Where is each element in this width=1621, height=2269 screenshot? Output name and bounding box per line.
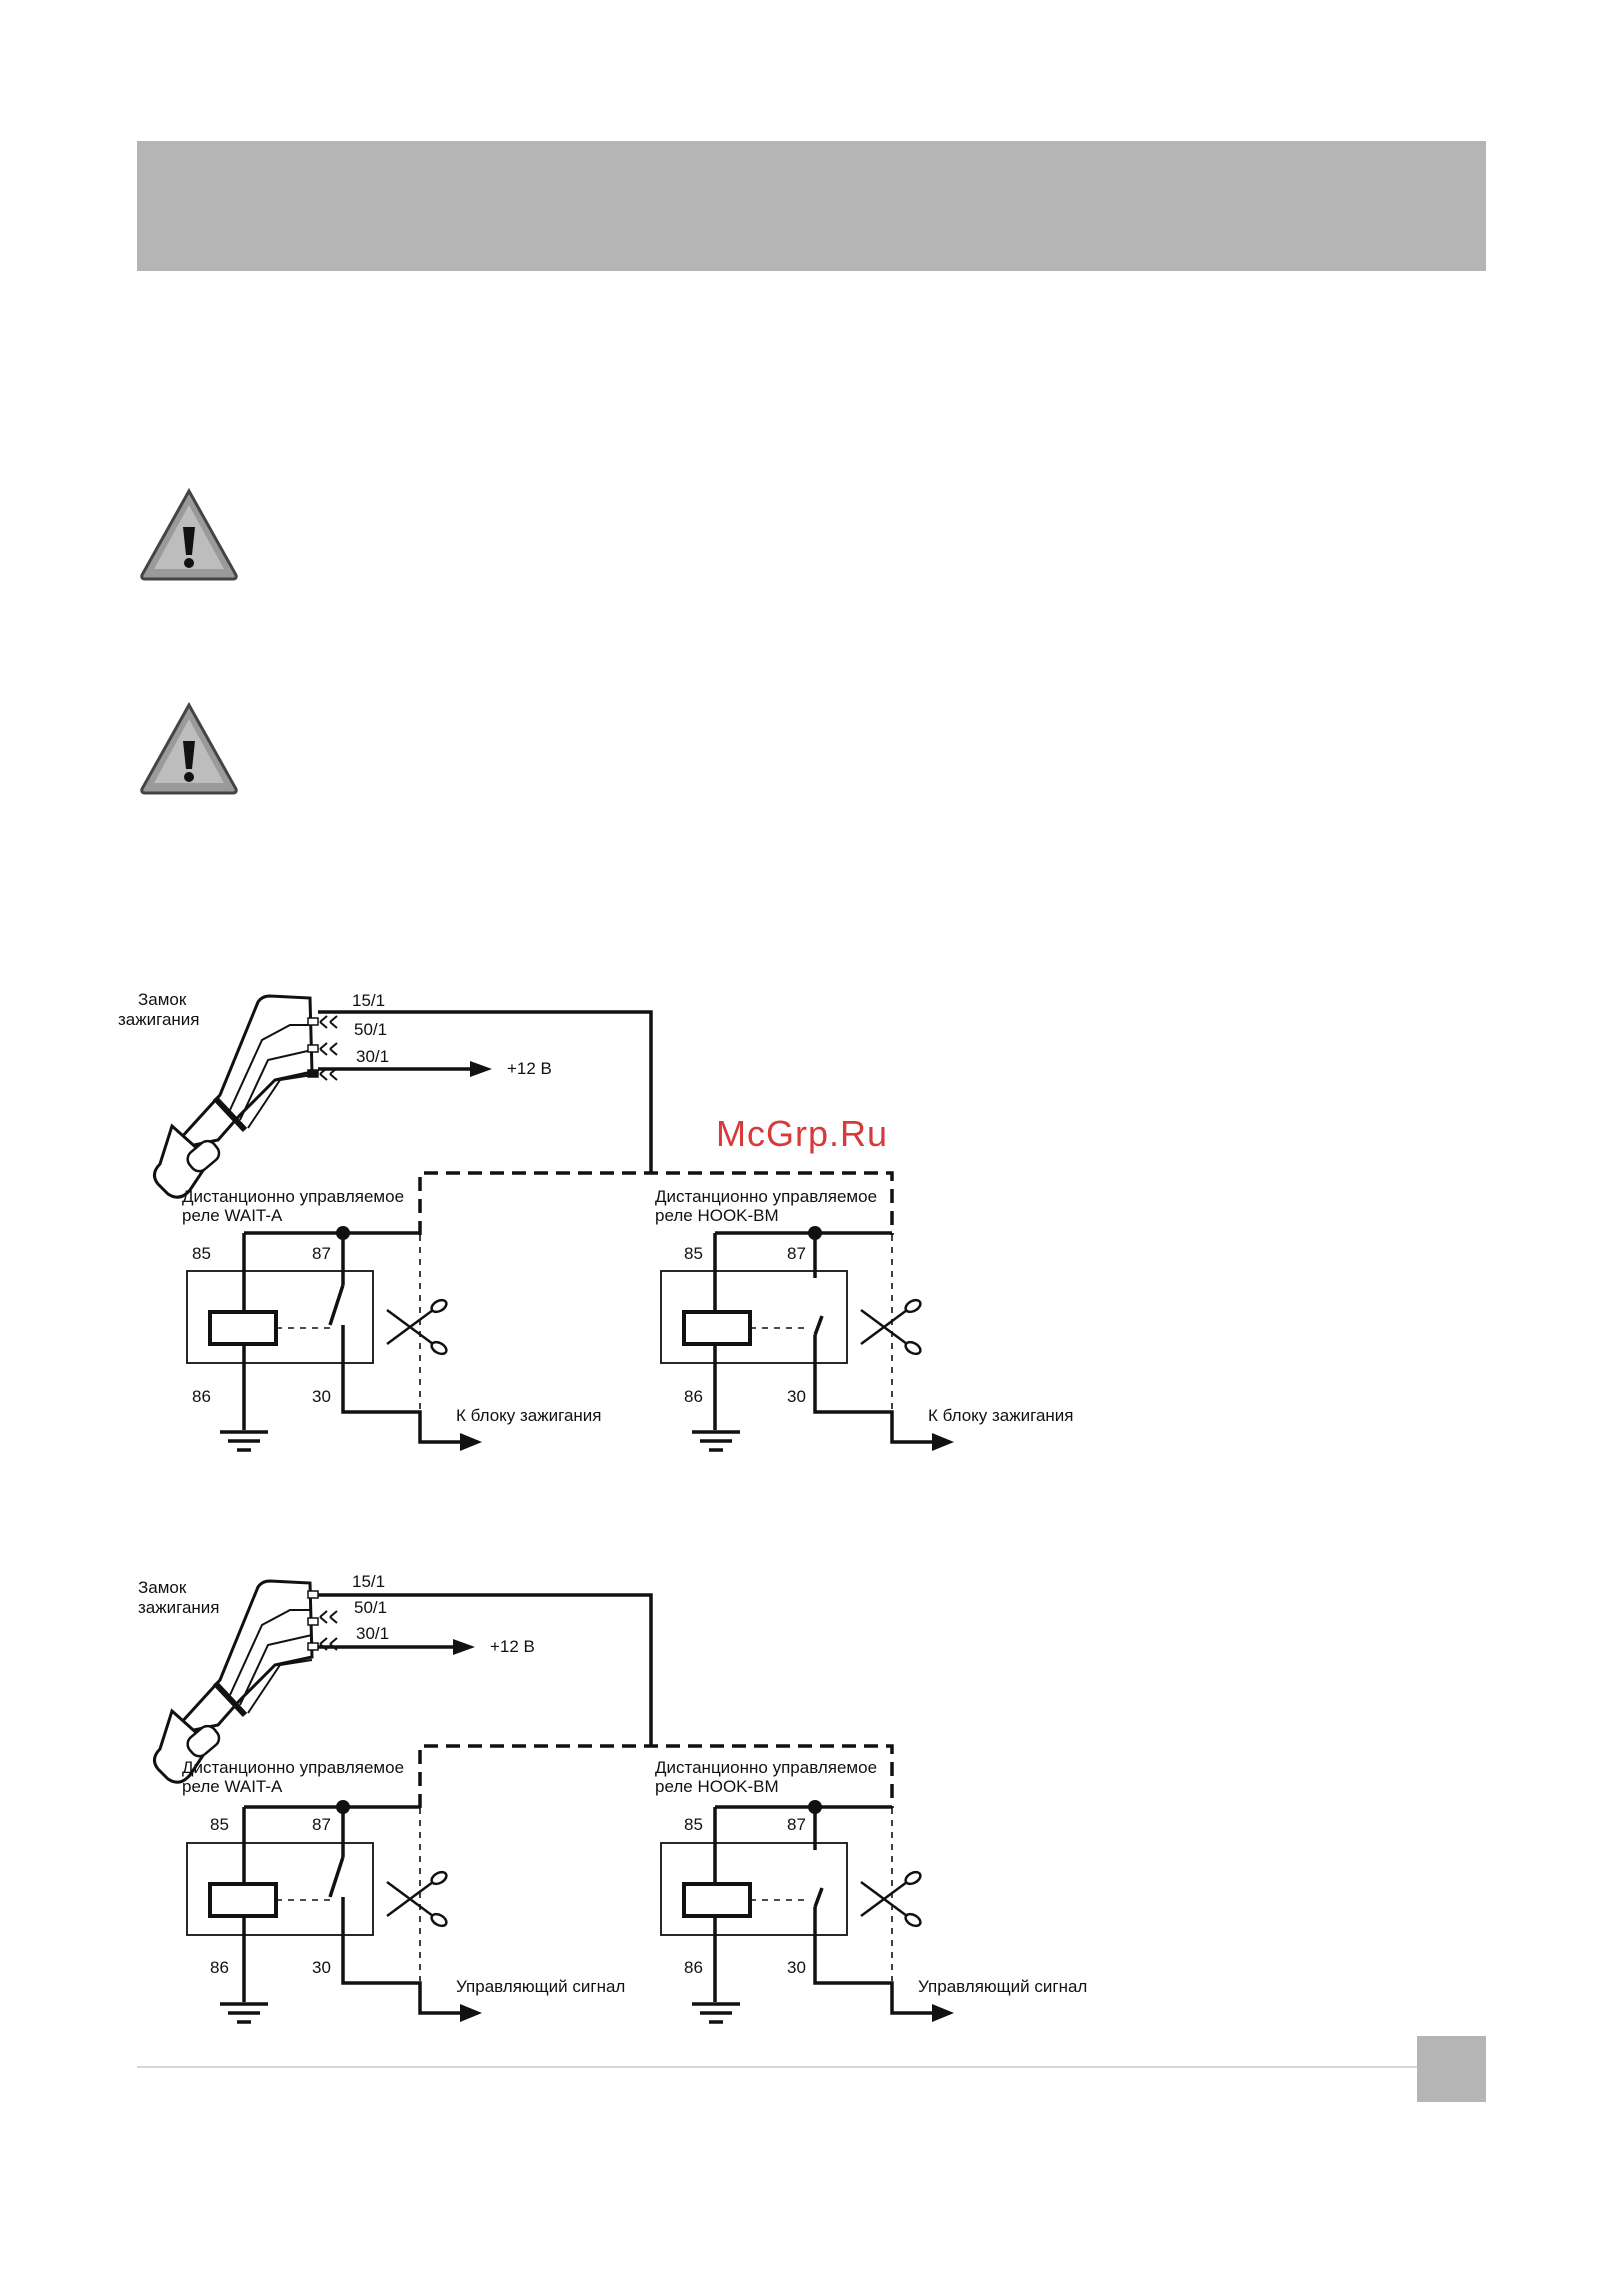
ignition-label: Замок <box>138 990 187 1009</box>
scissors-icon <box>860 1870 922 1928</box>
wiring-diagram-2: Замок зажигания 15/1 50/1 30/1 +12 В Дис… <box>138 1572 1087 2024</box>
scissors-icon <box>386 1298 448 1356</box>
pin-label: 30/1 <box>356 1624 389 1643</box>
footer-divider <box>137 2066 1417 2068</box>
pin-label: 15/1 <box>352 1572 385 1591</box>
output-label: Управляющий сигнал <box>918 1977 1087 1996</box>
terminal-label: 86 <box>210 1958 229 1977</box>
terminal-label: 86 <box>684 1958 703 1977</box>
terminal-label: 86 <box>192 1387 211 1406</box>
header-band <box>137 141 1486 271</box>
wiring-diagram-1: Замок зажигания 15/1 50/1 30/1 +12 В Дис… <box>118 990 1074 1452</box>
terminal-label: 85 <box>210 1815 229 1834</box>
terminal-label: 85 <box>684 1244 703 1263</box>
terminal-label: 30 <box>312 1387 331 1406</box>
terminal-label: 30 <box>787 1958 806 1977</box>
ignition-lock-icon <box>153 994 319 1199</box>
relay-title: Дистанционно управляемое <box>655 1758 877 1777</box>
terminal-label: 87 <box>312 1815 331 1834</box>
page-number-box <box>1417 2036 1486 2102</box>
terminal-label: 85 <box>192 1244 211 1263</box>
supply-label: +12 В <box>507 1059 552 1078</box>
scissors-icon <box>386 1870 448 1928</box>
relay-title: Дистанционно управляемое <box>655 1187 877 1206</box>
terminal-label: 87 <box>787 1815 806 1834</box>
relay-title: реле HOOK-BM <box>655 1777 779 1796</box>
terminal-label: 30 <box>787 1387 806 1406</box>
pin-label: 50/1 <box>354 1598 387 1617</box>
relay-title: реле WAIT-A <box>182 1777 283 1796</box>
supply-label: +12 В <box>490 1637 535 1656</box>
pin-label: 15/1 <box>352 991 385 1010</box>
warning-icon <box>140 487 238 581</box>
ignition-label: Замок <box>138 1578 187 1597</box>
output-label: К блоку зажигания <box>928 1406 1074 1425</box>
ignition-label: зажигания <box>138 1598 220 1617</box>
ignition-label: зажигания <box>118 1010 200 1029</box>
terminal-label: 86 <box>684 1387 703 1406</box>
output-label: К блоку зажигания <box>456 1406 602 1425</box>
pin-label: 30/1 <box>356 1047 389 1066</box>
terminal-label: 30 <box>312 1958 331 1977</box>
terminal-label: 85 <box>684 1815 703 1834</box>
output-label: Управляющий сигнал <box>456 1977 625 1996</box>
scissors-icon <box>860 1298 922 1356</box>
pin-label: 50/1 <box>354 1020 387 1039</box>
relay-title: реле HOOK-BM <box>655 1206 779 1225</box>
warning-icon <box>140 701 238 795</box>
terminal-label: 87 <box>787 1244 806 1263</box>
ignition-lock-icon <box>153 1579 319 1784</box>
terminal-label: 87 <box>312 1244 331 1263</box>
relay-title: Дистанционно управляемое <box>182 1187 404 1206</box>
relay-title: Дистанционно управляемое <box>182 1758 404 1777</box>
watermark: McGrp.Ru <box>716 1113 889 1154</box>
relay-title: реле WAIT-A <box>182 1206 283 1225</box>
